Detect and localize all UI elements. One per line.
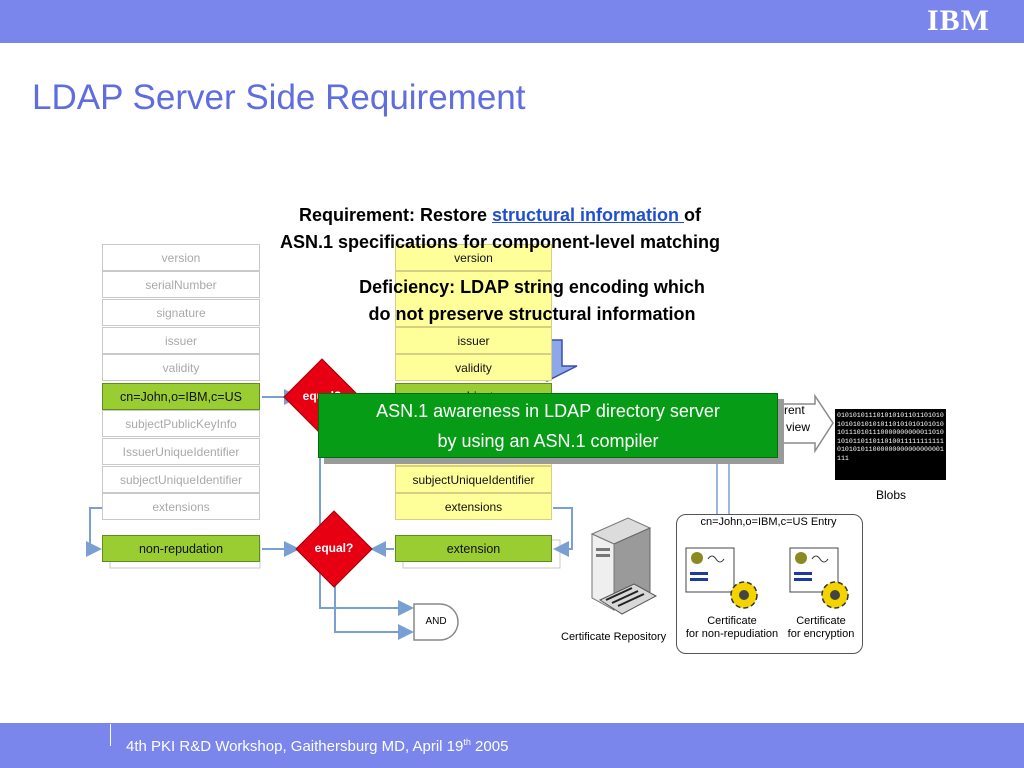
asn-awareness-box: ASN.1 awareness in LDAP directory server… (318, 393, 778, 458)
right-field-validity: validity (395, 354, 552, 381)
equal-label-2: equal? (314, 541, 354, 555)
entry-title: cn=John,o=IBM,c=US Entry (700, 516, 837, 528)
and-gate-label: AND (425, 616, 447, 627)
footer-text: 4th PKI R&D Workshop, Gaithersburg MD, A… (126, 737, 508, 755)
requirement-line2: ASN.1 specifications for component-level… (279, 232, 721, 252)
asn-line2: by using an ASN.1 compiler (437, 431, 659, 451)
right-field-blank (395, 271, 552, 327)
gear-icon (730, 581, 758, 609)
deficiency-line2: do not preserve structural information (368, 304, 696, 324)
repository-label: Certificate Repository (561, 631, 667, 643)
cert1-line2: for non-repudiation (685, 628, 779, 640)
deficiency-line1: Deficiency: LDAP string encoding which (359, 277, 705, 297)
left-field-serialnumber: serialNumber (102, 271, 260, 298)
server-icon (590, 517, 658, 615)
asn-line1: ASN.1 awareness in LDAP directory server (376, 401, 720, 421)
footer-suffix: 2005 (470, 738, 509, 755)
slide-title: LDAP Server Side Requirement (32, 78, 526, 117)
blobs-label: Blobs (876, 488, 907, 502)
requirement-suffix: of (684, 205, 702, 225)
left-extension-nonrepudiation: non-repudation (102, 535, 260, 562)
requirement-text: Requirement: Restore structural informat… (200, 202, 800, 256)
ibm-logo: IBM (927, 4, 990, 37)
cert1-line1: Certificate (707, 615, 757, 627)
left-field-subjectpublickeyinfo: subjectPublicKeyInfo (102, 410, 260, 437)
requirement-prefix: Requirement: Restore (298, 205, 493, 225)
left-field-subject: cn=John,o=IBM,c=US (102, 383, 260, 410)
certificate-label-1: Certificate for non-repudiation (678, 615, 786, 641)
certificate-label-2: Certificate for encryption (782, 615, 860, 641)
gear-icon (821, 581, 849, 609)
header-bar (0, 0, 1024, 43)
footer-divider (110, 724, 111, 746)
deficiency-text: Deficiency: LDAP string encoding which d… (282, 274, 782, 328)
partial-text-b: view (786, 420, 811, 434)
right-extension: extension (395, 535, 552, 562)
cert2-line1: Certificate (796, 615, 846, 627)
footer-sup: th (463, 737, 471, 747)
left-field-issueruniqueidentifier: IssuerUniqueIdentifier (102, 438, 260, 465)
certificate-icons (685, 547, 849, 609)
cert2-line2: for encryption (787, 628, 855, 640)
left-field-extensions: extensions (102, 493, 260, 520)
left-field-version: version (102, 244, 260, 271)
footer-bar (0, 723, 1024, 768)
left-field-validity: validity (102, 354, 260, 381)
certificate-icon (685, 547, 735, 593)
right-field-version: version (395, 244, 552, 271)
structural-information-link[interactable]: structural information (492, 205, 685, 225)
right-field-extensions: extensions (395, 493, 552, 520)
left-field-signature: signature (102, 299, 260, 326)
right-field-issuer: issuer (395, 327, 552, 354)
partial-text-a: rent (784, 403, 805, 417)
left-field-subjectuniqueidentifier: subjectUniqueIdentifier (102, 466, 260, 493)
left-field-issuer: issuer (102, 327, 260, 354)
footer-prefix: 4th PKI R&D Workshop, Gaithersburg MD, A… (126, 738, 464, 755)
binary-blob: 0101010111010101011011010101010101010101… (835, 409, 946, 480)
right-field-subjectuniqueidentifier: subjectUniqueIdentifier (395, 466, 552, 493)
